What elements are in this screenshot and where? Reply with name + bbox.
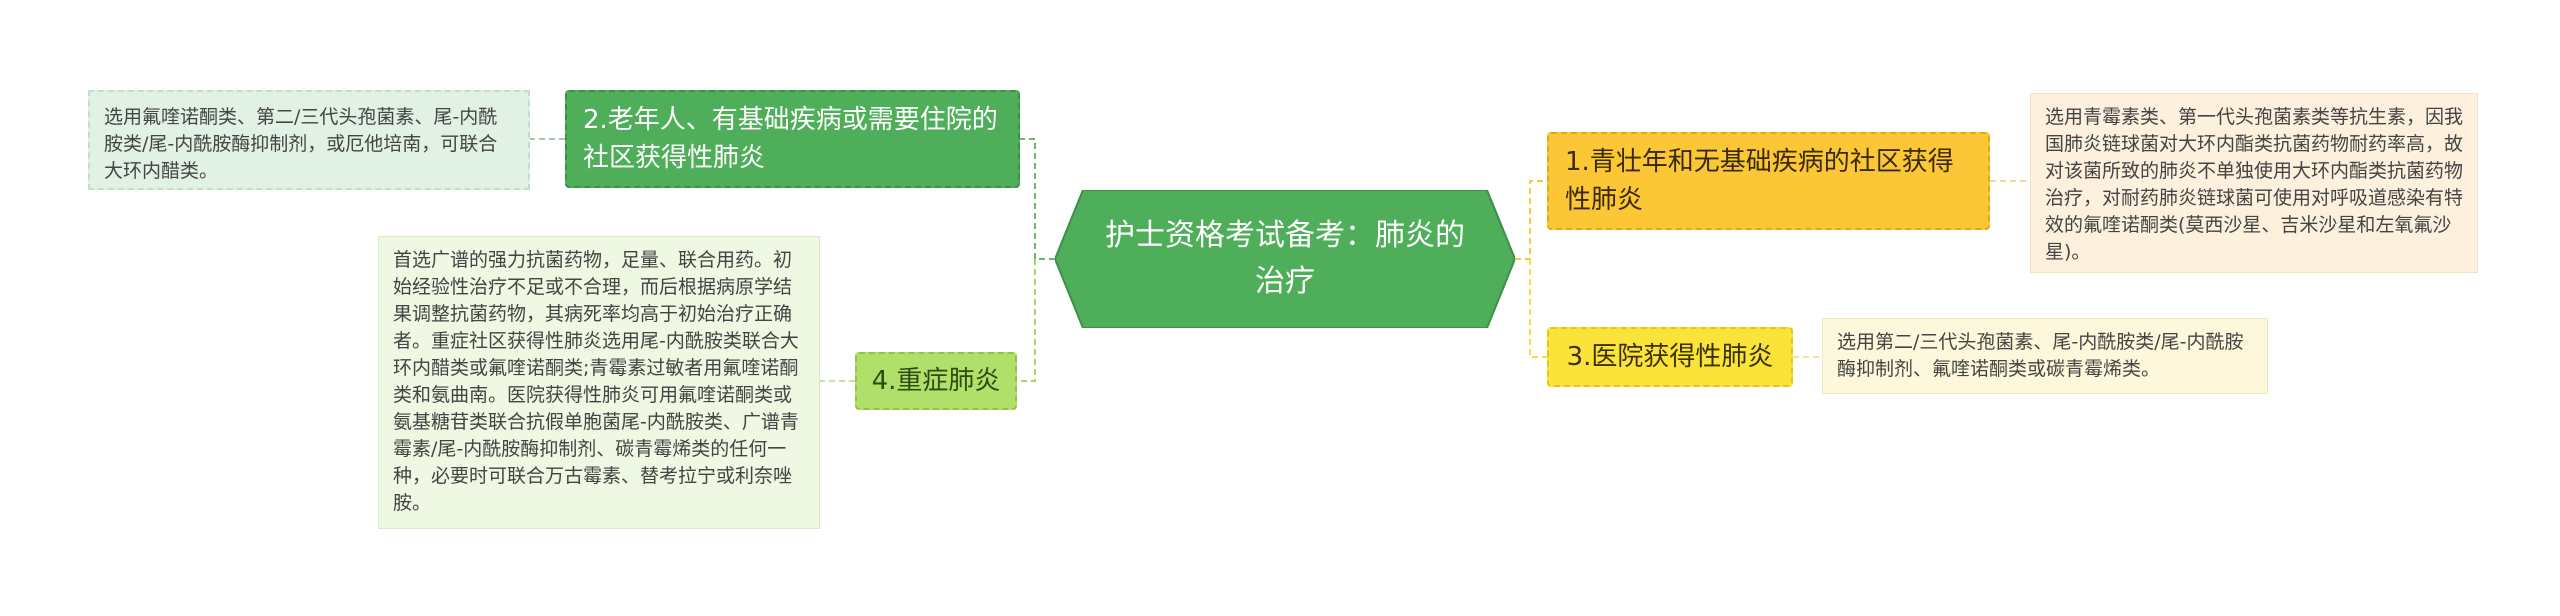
root-node-shape xyxy=(1055,190,1515,328)
connector-root-hospital xyxy=(1529,259,1547,358)
branch-hospital-label: 3.医院获得性肺炎 xyxy=(1566,342,1774,372)
detail-elderly-community-pneumonia[interactable]: 选用氟喹诺酮类、第二/三代头孢菌素、尾-内酰胺类/尾-内酰胺酶抑制剂，或厄他培南… xyxy=(88,90,530,190)
root-node-text: 护士资格考试备考：肺炎的治疗 xyxy=(1105,218,1465,299)
detail-young-community-pneumonia[interactable]: 选用青霉素类、第一代头孢菌素类等抗生素，因我国肺炎链球菌对大环内酯类抗菌药物耐药… xyxy=(2030,93,2478,273)
branch-elderly-label: 2.老年人、有基础疾病或需要住院的社区获得性肺炎 xyxy=(583,105,998,173)
connector-root-elderly xyxy=(1020,138,1055,260)
connector-root-severe xyxy=(1017,259,1036,382)
branch-severe-pneumonia[interactable]: 4.重症肺炎 xyxy=(855,352,1017,410)
branch-elderly-community-pneumonia[interactable]: 2.老年人、有基础疾病或需要住院的社区获得性肺炎 xyxy=(565,90,1020,188)
branch-young-community-pneumonia[interactable]: 1.青壮年和无基础疾病的社区获得性肺炎 xyxy=(1547,132,1990,230)
detail-severe-pneumonia[interactable]: 首选广谱的强力抗菌药物，足量、联合用药。初始经验性治疗不足或不合理，而后根据病原… xyxy=(378,236,820,529)
root-node-title[interactable]: 护士资格考试备考：肺炎的治疗 xyxy=(1095,190,1475,328)
detail-young-text: 选用青霉素类、第一代头孢菌素类等抗生素，因我国肺炎链球菌对大环内酯类抗菌药物耐药… xyxy=(2045,106,2464,263)
branch-young-label: 1.青壮年和无基础疾病的社区获得性肺炎 xyxy=(1565,147,1954,215)
branch-severe-label: 4.重症肺炎 xyxy=(871,366,1001,396)
detail-hospital-pneumonia[interactable]: 选用第二/三代头孢菌素、尾-内酰胺类/尾-内酰胺酶抑制剂、氟喹诺酮类或碳青霉烯类… xyxy=(1822,318,2268,394)
detail-hospital-text: 选用第二/三代头孢菌素、尾-内酰胺类/尾-内酰胺酶抑制剂、氟喹诺酮类或碳青霉烯类… xyxy=(1837,331,2244,380)
detail-elderly-text: 选用氟喹诺酮类、第二/三代头孢菌素、尾-内酰胺类/尾-内酰胺酶抑制剂，或厄他培南… xyxy=(104,106,498,182)
connector-root-community xyxy=(1515,180,1547,260)
detail-severe-text: 首选广谱的强力抗菌药物，足量、联合用药。初始经验性治疗不足或不合理，而后根据病原… xyxy=(393,249,799,514)
branch-hospital-pneumonia[interactable]: 3.医院获得性肺炎 xyxy=(1547,327,1793,387)
